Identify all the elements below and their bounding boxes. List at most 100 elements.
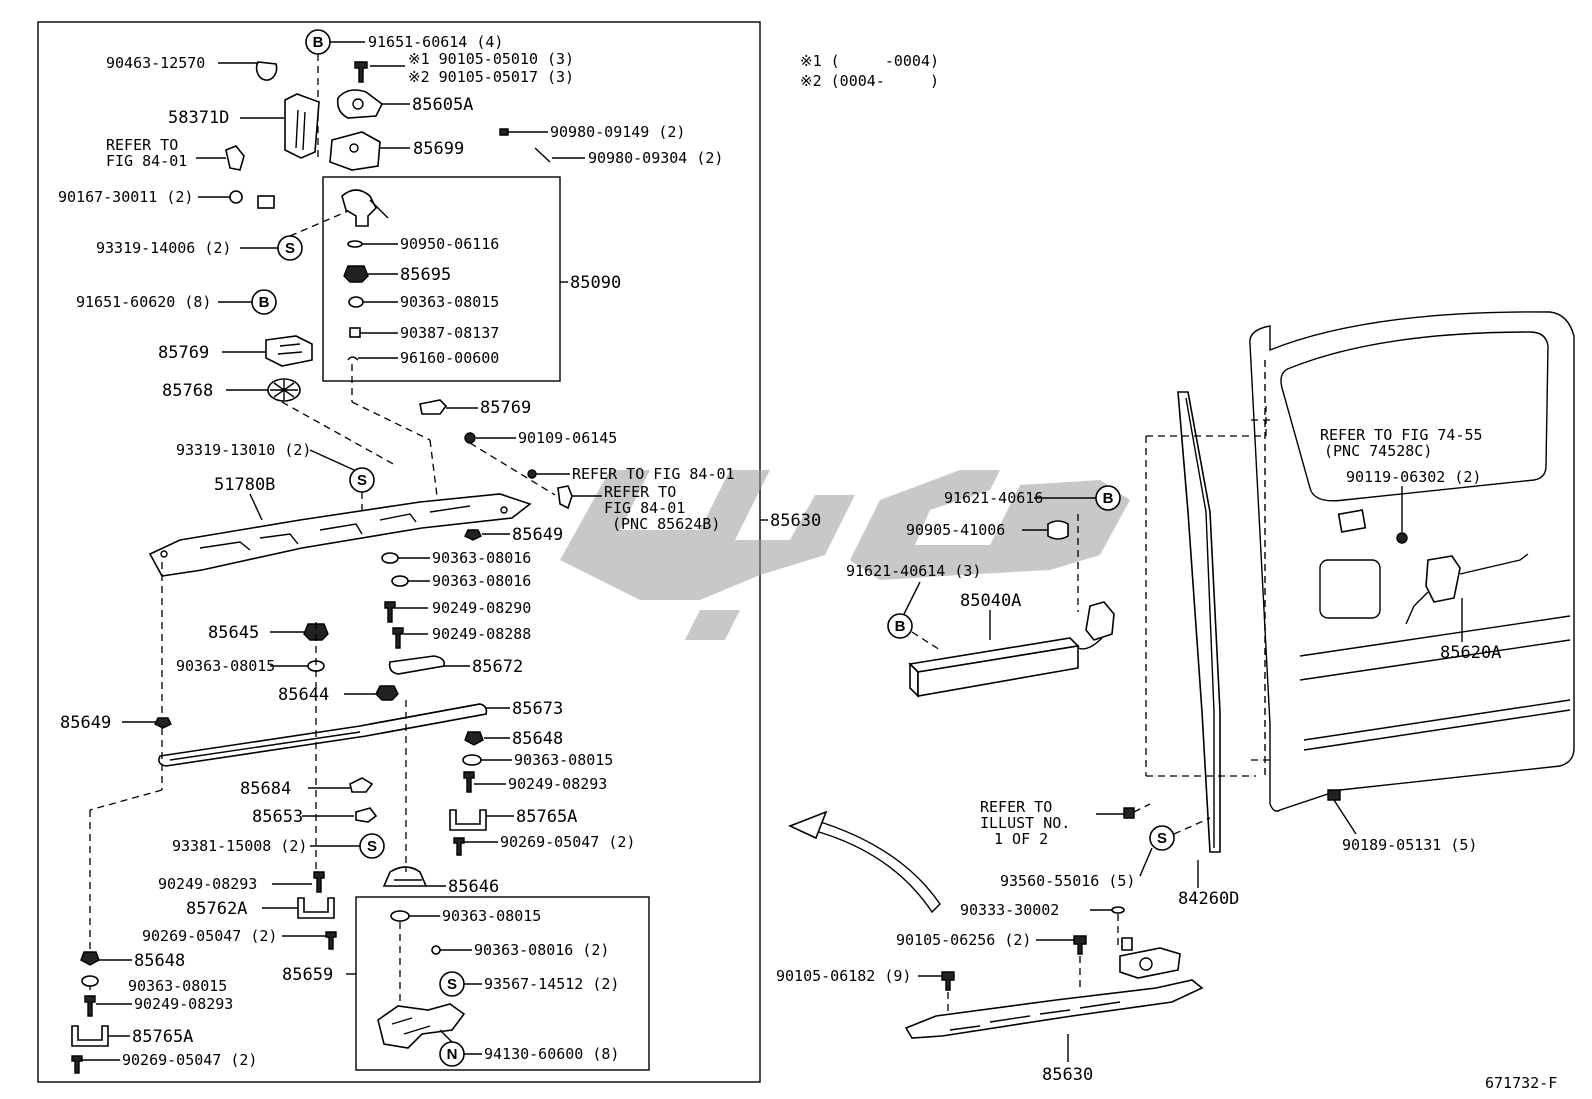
part-85649-a — [464, 529, 510, 541]
svg-text:N: N — [447, 1046, 458, 1063]
label-90249-08293-b: 90249-08293 — [158, 875, 257, 893]
label-85648-a: 85648 — [512, 729, 563, 749]
svg-text:B: B — [259, 294, 270, 311]
label-refer-illust-3: 1 OF 2 — [994, 830, 1048, 848]
label-refer-74-55-2: (PNC 74528C) — [1324, 442, 1432, 460]
part-refer-bracket — [196, 145, 245, 171]
label-85769-a: 85769 — [158, 343, 209, 363]
screw-90105 — [354, 61, 405, 83]
box-85659-frame — [355, 896, 650, 1071]
part-90980-09149 — [499, 128, 548, 136]
label-91651-60620: 91651-60620 (8) — [76, 293, 211, 311]
part-85644 — [344, 685, 399, 701]
label-91651-60614: 91651-60614 (4) — [368, 33, 503, 51]
part-85673-rail — [158, 703, 510, 767]
label-90269-05047-a: 90269-05047 (2) — [500, 833, 635, 851]
part-90167-30011 — [198, 190, 275, 209]
part-85762a — [262, 897, 335, 919]
direction-arrow — [787, 810, 941, 914]
part-85630-plate — [904, 937, 1204, 1062]
label-85769-b: 85769 — [480, 398, 531, 418]
part-85649-b — [89, 562, 172, 950]
svg-text:S: S — [1157, 830, 1167, 847]
label-85765a-a: 85765A — [516, 807, 577, 827]
dash-outline-right — [1145, 406, 1270, 777]
label-84260d: 84260D — [1178, 889, 1239, 909]
label-90387-08137: 90387-08137 — [400, 324, 499, 342]
label-90950-06116: 90950-06116 — [400, 235, 499, 253]
part-85769-b — [419, 399, 478, 415]
svg-text:B: B — [313, 34, 324, 51]
label-90980-09304: 90980-09304 (2) — [588, 149, 723, 167]
label-85672: 85672 — [472, 657, 523, 677]
label-90905-41006: 90905-41006 — [906, 521, 1005, 539]
badge-s-93381-15008: S — [310, 833, 385, 859]
part-85695 — [343, 265, 398, 283]
part-90950-06116 — [347, 240, 398, 248]
part-90363-08015-e — [81, 975, 99, 990]
part-85672 — [388, 655, 470, 675]
label-90363-08015-b: 90363-08015 — [176, 657, 275, 675]
label-90249-08288: 90249-08288 — [432, 625, 531, 643]
label-90105-05017: ※2 90105-05017 (3) — [408, 68, 574, 86]
svg-text:S: S — [367, 838, 377, 855]
part-90105-06182 — [918, 971, 955, 1020]
label-90980-09149: 90980-09149 (2) — [550, 123, 685, 141]
badge-s-93560-55016: S — [1139, 817, 1211, 877]
label-90249-08293-a: 90249-08293 — [508, 775, 607, 793]
part-85699 — [329, 131, 410, 171]
label-85646: 85646 — [448, 877, 499, 897]
label-refer-illust-2: ILLUST NO. — [980, 814, 1070, 832]
label-85090: 85090 — [570, 273, 621, 293]
part-85648-a — [464, 731, 510, 746]
part-90363-08015-c — [462, 754, 512, 766]
label-90269-05047-b: 90269-05047 (2) — [142, 927, 277, 945]
label-refer-84-01-c2: FIG 84-01 — [604, 499, 685, 517]
part-85659-bracket — [377, 922, 466, 1049]
part-85646 — [382, 700, 446, 887]
label-85768: 85768 — [162, 381, 213, 401]
note-1: ※1 ( -0004) — [800, 52, 939, 70]
part-90249-08293-a — [463, 771, 506, 793]
label-96160-00600: 96160-00600 — [400, 349, 499, 367]
part-refer-84-01-c — [557, 485, 602, 510]
part-85605a — [336, 89, 410, 119]
leader-51780b — [249, 493, 263, 521]
part-85769-a — [222, 335, 313, 367]
label-85620a: 85620A — [1440, 643, 1501, 663]
label-85649-b: 85649 — [60, 713, 111, 733]
label-85630-a: 85630 — [770, 511, 821, 531]
label-refer-84-01-a1: REFER TO — [106, 136, 178, 154]
part-84260d-rail — [1177, 391, 1221, 888]
badge-b-91651-60620: B — [218, 289, 277, 315]
part-90269-05047-b — [282, 931, 337, 950]
label-93560-55016: 93560-55016 (5) — [1000, 872, 1135, 890]
note-2: ※2 (0004- ) — [800, 72, 939, 90]
svg-text:B: B — [895, 618, 906, 635]
label-90363-08015-c: 90363-08015 — [514, 751, 613, 769]
part-90269-05047-c — [71, 1055, 120, 1074]
part-refer-illust-bolt — [1096, 803, 1151, 819]
part-90363-08016-a — [381, 552, 430, 564]
label-90363-08015-a: 90363-08015 — [400, 293, 499, 311]
part-58371d — [240, 93, 320, 159]
label-85040a: 85040A — [960, 591, 1021, 611]
label-85630-b: 85630 — [1042, 1065, 1093, 1085]
label-94130-60600: 94130-60600 (8) — [484, 1045, 619, 1063]
part-85090-body — [341, 189, 389, 227]
label-85648-b: 85648 — [134, 951, 185, 971]
label-85699: 85699 — [413, 139, 464, 159]
part-90189-05131 — [1327, 789, 1357, 835]
label-90463-12570: 90463-12570 — [106, 54, 205, 72]
part-90363-08016-c — [431, 945, 472, 955]
badge-s-93319-13010: S — [309, 449, 375, 520]
label-refer-84-01-a2: FIG 84-01 — [106, 152, 187, 170]
label-85684: 85684 — [240, 779, 291, 799]
part-85768 — [226, 378, 396, 466]
part-90249-08293-c — [84, 995, 132, 1017]
label-85644: 85644 — [278, 685, 329, 705]
part-90387-08137 — [349, 327, 398, 338]
label-90105-05010: ※1 90105-05010 (3) — [408, 50, 574, 68]
label-51780b: 51780B — [214, 475, 275, 495]
label-refer-84-01-c1: REFER TO — [604, 483, 676, 501]
